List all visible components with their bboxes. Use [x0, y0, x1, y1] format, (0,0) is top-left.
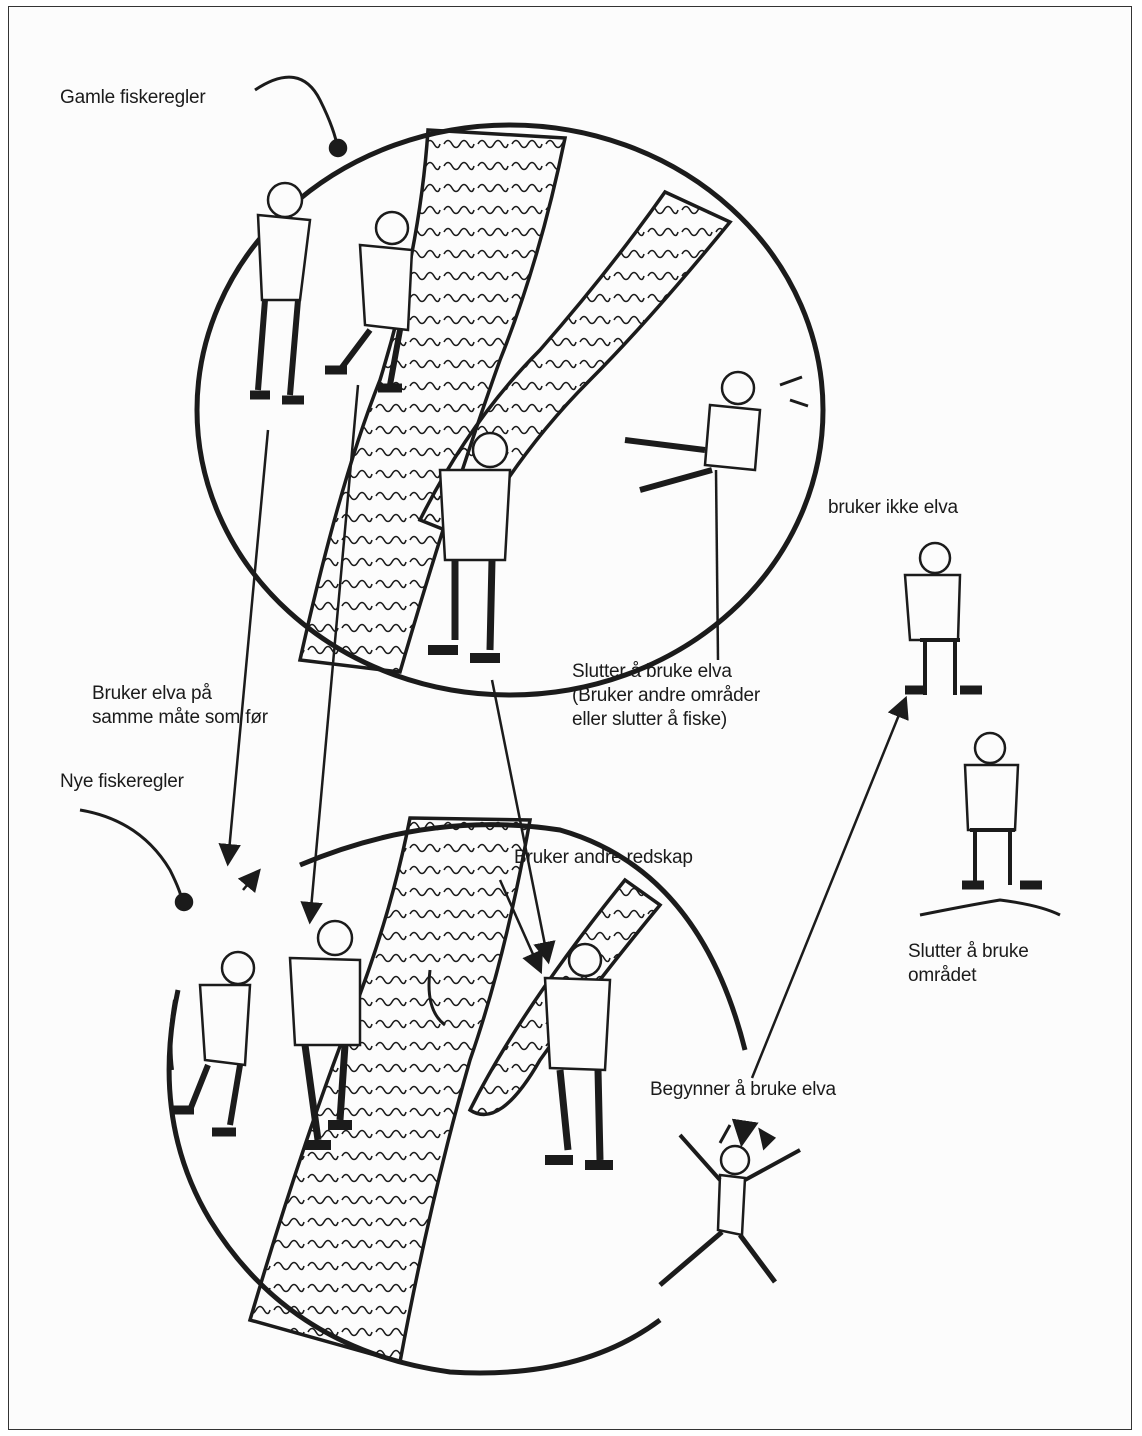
label-stops-using: Slutter å bruke elva (Bruker andre områd…	[572, 660, 760, 732]
fisher-figure	[250, 77, 346, 400]
arrow-stops-using	[716, 470, 718, 660]
label-stops-using-line: (Bruker andre områder	[572, 684, 760, 708]
label-stops-area: Slutter å bruke området	[908, 940, 1029, 988]
label-same-use-line: samme måte som før	[92, 706, 268, 730]
old-rules-scene	[197, 77, 823, 695]
label-new-rules: Nye fiskeregler	[60, 770, 184, 794]
arrow-not-using	[752, 700, 905, 1078]
arrow-same-use-1	[228, 430, 268, 862]
arrow-same-use-3	[243, 872, 258, 890]
jumping-figure	[660, 1122, 800, 1285]
seated-figure	[920, 733, 1060, 915]
label-not-using: bruker ikke elva	[828, 496, 958, 520]
label-stops-using-line: eller slutter å fiske)	[572, 708, 760, 732]
label-stops-area-line: området	[908, 964, 1029, 988]
label-stops-area-line: Slutter å bruke	[908, 940, 1029, 964]
label-same-use: Bruker elva på samme måte som før	[92, 682, 268, 730]
label-same-use-line: Bruker elva på	[92, 682, 268, 706]
label-old-rules: Gamle fiskeregler	[60, 86, 205, 110]
label-starts-using: Begynner å bruke elva	[650, 1078, 836, 1102]
label-other-gear: Bruker andre redskap	[514, 846, 693, 870]
label-stops-using-line: Slutter å bruke elva	[572, 660, 760, 684]
seated-figure	[905, 543, 982, 695]
